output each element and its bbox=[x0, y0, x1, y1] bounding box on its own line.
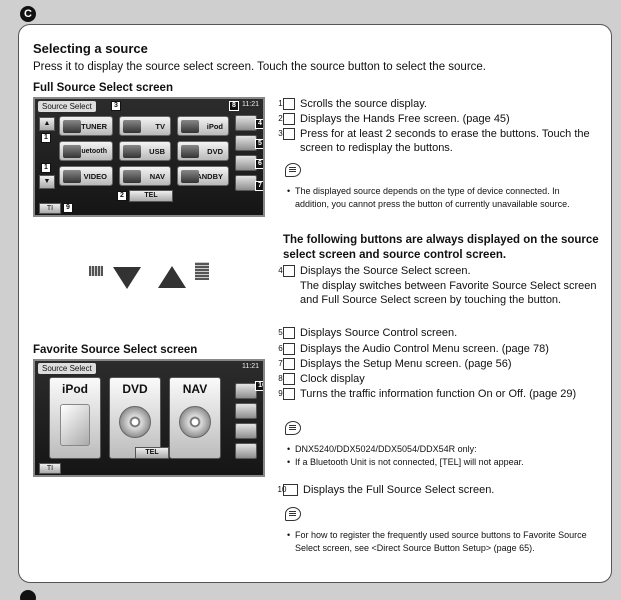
scroll-arrows-illustration bbox=[85, 262, 235, 292]
callout-6: 6 bbox=[255, 159, 263, 169]
favorite-source-select-screen: Source Select 11:21 iPod DVD NAV 10 TEL … bbox=[33, 359, 265, 477]
clock-display: 11:21 bbox=[242, 363, 259, 370]
usb-icon bbox=[123, 145, 141, 158]
tel-button[interactable]: TEL bbox=[129, 190, 173, 202]
bluetooth-icon bbox=[63, 145, 81, 158]
callout-5: 5 bbox=[255, 139, 263, 149]
ipod-icon bbox=[181, 120, 199, 133]
source-tuner-button[interactable]: TUNER bbox=[59, 116, 113, 136]
tel-button[interactable]: TEL bbox=[135, 447, 169, 459]
mini-screen-icon bbox=[89, 266, 103, 276]
screen-title: Source Select bbox=[38, 101, 96, 112]
standby-icon bbox=[181, 170, 199, 183]
nav-icon bbox=[179, 406, 211, 438]
ti-button[interactable]: TI bbox=[39, 463, 61, 474]
favorite-dvd-button[interactable]: DVD bbox=[109, 377, 161, 459]
nav-icon bbox=[123, 170, 141, 183]
disc-icon bbox=[181, 145, 199, 158]
section-marker-next bbox=[20, 590, 36, 600]
video-icon bbox=[63, 170, 81, 183]
list-item-continuation: The display switches between Favorite So… bbox=[300, 280, 597, 306]
mini-list-icon bbox=[195, 262, 209, 280]
scroll-up-button[interactable]: ▲ bbox=[39, 117, 55, 131]
tv-icon bbox=[123, 120, 141, 133]
callout-1b: 1 bbox=[41, 163, 51, 173]
note-text: For how to register the frequently used … bbox=[287, 529, 587, 554]
source-control-button[interactable] bbox=[235, 403, 257, 419]
ti-button[interactable]: TI bbox=[39, 203, 61, 214]
source-video-button[interactable]: VIDEO bbox=[59, 166, 113, 186]
callout-9: 9 bbox=[63, 203, 73, 213]
source-ipod-button[interactable]: iPod bbox=[177, 116, 229, 136]
source-nav-button[interactable]: NAV bbox=[119, 166, 171, 186]
favorite-ipod-button[interactable]: iPod bbox=[49, 377, 101, 459]
full-source-select-heading: Full Source Select screen bbox=[33, 82, 173, 94]
source-tv-button[interactable]: TV bbox=[119, 116, 171, 136]
note-icon bbox=[285, 507, 301, 521]
note-text: The displayed source depends on the type… bbox=[287, 185, 587, 210]
content-panel: Selecting a source Press it to display t… bbox=[18, 24, 612, 583]
callout-7: 7 bbox=[255, 181, 263, 191]
source-standby-button[interactable]: STANDBY bbox=[177, 166, 229, 186]
clock-display: 11:21 bbox=[242, 101, 259, 108]
note-text: DNX5240/DDX5024/DDX5054/DDX54R only: bbox=[287, 443, 587, 456]
always-displayed-heading: The following buttons are always display… bbox=[283, 234, 599, 261]
note-text-continuation: If a Bluetooth Unit is not connected, [T… bbox=[287, 456, 587, 469]
note-icon bbox=[285, 163, 301, 177]
source-control-button[interactable] bbox=[235, 135, 257, 151]
note-icon bbox=[285, 421, 301, 435]
callout-3: 3 bbox=[111, 101, 121, 111]
full-source-select-screen: Source Select 3 8 11:21 ▲ 1 1 ▼ TUNER TV… bbox=[33, 97, 265, 217]
source-usb-button[interactable]: USB bbox=[119, 141, 171, 161]
arrow-up-icon bbox=[158, 266, 186, 288]
callout-8: 8 bbox=[229, 101, 239, 111]
intro-text: Press it to display the source select sc… bbox=[33, 61, 487, 73]
callout-4: 4 bbox=[255, 119, 263, 129]
audio-control-button[interactable] bbox=[235, 423, 257, 439]
source-dvd-button[interactable]: DVD bbox=[177, 141, 229, 161]
section-marker-c: C bbox=[20, 6, 36, 22]
setup-menu-button[interactable] bbox=[235, 443, 257, 459]
setup-menu-button[interactable] bbox=[235, 175, 257, 191]
page-title: Selecting a source bbox=[33, 41, 148, 56]
callout-10: 10 bbox=[255, 381, 263, 391]
source-bluetooth-button[interactable]: Bluetooth bbox=[59, 141, 113, 161]
callout-1: 1 bbox=[41, 133, 51, 143]
screen-title: Source Select bbox=[38, 363, 96, 374]
tuner-icon bbox=[63, 120, 81, 133]
full-source-select-button[interactable] bbox=[235, 383, 257, 399]
favorite-source-select-heading: Favorite Source Select screen bbox=[33, 344, 198, 356]
favorite-nav-button[interactable]: NAV bbox=[169, 377, 221, 459]
disc-icon bbox=[119, 406, 151, 438]
ipod-icon bbox=[60, 404, 90, 446]
arrow-down-icon bbox=[113, 267, 141, 289]
audio-control-button[interactable] bbox=[235, 155, 257, 171]
source-select-toggle-button[interactable] bbox=[235, 115, 257, 131]
callout-2: 2 bbox=[117, 191, 127, 201]
scroll-down-button[interactable]: ▼ bbox=[39, 175, 55, 189]
